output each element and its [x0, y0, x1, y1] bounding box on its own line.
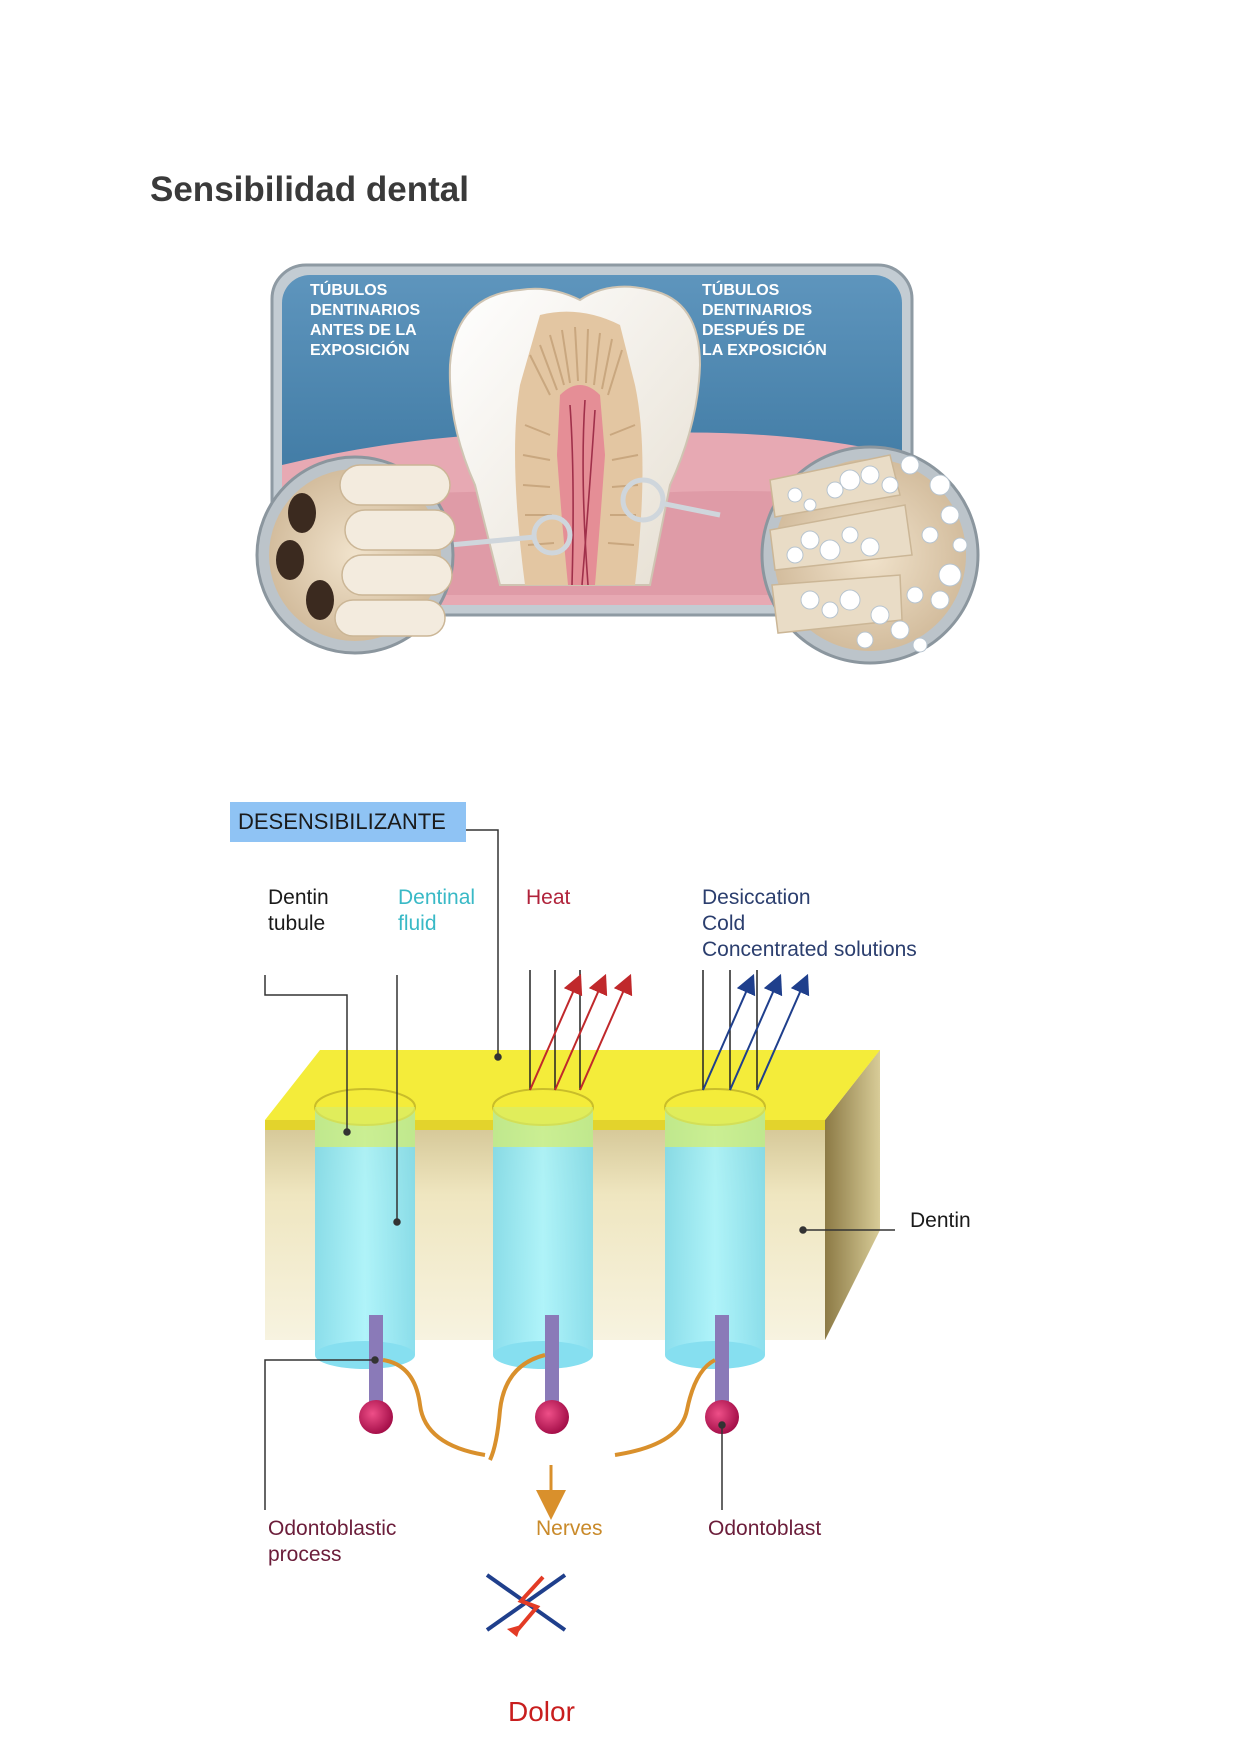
- pain-label: Dolor: [508, 1696, 575, 1727]
- label-dentin-tubule: Dentin tubule: [268, 886, 329, 935]
- label-stimuli: Desiccation Cold Concentrated solutions: [702, 886, 917, 961]
- connector-right: [659, 500, 721, 518]
- dentin-hydrodynamic-diagram: [264, 829, 895, 1637]
- zoom-circle-before: [255, 455, 456, 655]
- occluding-particles: [786, 455, 968, 653]
- label-odontoblastic-process: Odontoblastic process: [268, 1517, 397, 1566]
- zoom-circle-after: [760, 445, 980, 665]
- dentin-tubules: [314, 1088, 766, 1369]
- open-tubule-holes: [276, 493, 334, 620]
- odontoblast-cell-2: [535, 1400, 569, 1434]
- leader-lines: [264, 829, 895, 1510]
- dentin-block-side: [825, 1050, 880, 1340]
- label-heat: Heat: [526, 886, 571, 909]
- zoom-marker-left: [531, 514, 573, 556]
- label-odontoblast: Odontoblast: [708, 1517, 822, 1540]
- pulp-nerves: [569, 399, 596, 586]
- odontoblast-cell-1: [359, 1400, 393, 1434]
- nerve-fibers: [382, 1353, 717, 1461]
- tubule-3: [664, 1088, 766, 1369]
- heat-arrows: [529, 970, 633, 1091]
- zoom-marker-right: [620, 477, 666, 523]
- connector-left: [449, 534, 536, 548]
- tubule-2: [492, 1088, 594, 1369]
- odontoblast-cell-3: [705, 1400, 739, 1434]
- desensitizer-label: DESENSIBILIZANTE: [230, 802, 466, 842]
- page-title: Sensibilidad dental: [150, 170, 469, 209]
- cold-arrows: [702, 970, 810, 1091]
- tubule-1: [314, 1088, 416, 1369]
- label-nerves: Nerves: [536, 1517, 603, 1540]
- pain-blocked-symbol: [485, 1573, 567, 1637]
- dentin-tubule-lines: [522, 326, 639, 546]
- label-dentinal-fluid: Dentinal fluid: [398, 886, 476, 935]
- label-dentin: Dentin: [910, 1209, 971, 1232]
